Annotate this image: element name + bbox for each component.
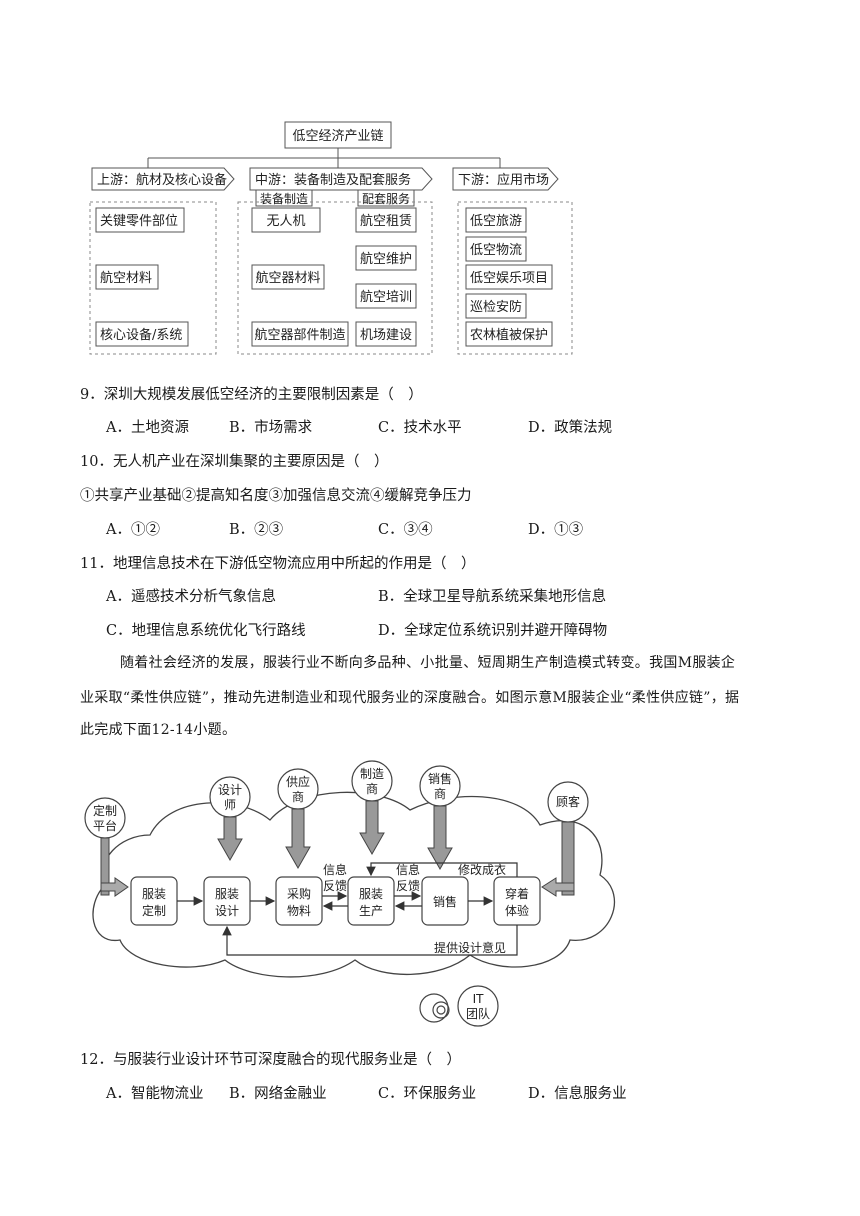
q9-option-b[interactable]: B．市场需求 xyxy=(229,420,313,436)
step-purchase xyxy=(275,876,323,926)
actor-supplier-label: 商 xyxy=(292,789,304,804)
upstream-header-label: 上游：航材及核心设备 xyxy=(97,172,227,188)
downstream-group xyxy=(457,201,573,355)
feedback-label-1: 信息 xyxy=(323,862,347,877)
sub-label-manufacture: 装备制造 xyxy=(260,192,308,206)
step-purchase-label: 采购 xyxy=(287,886,311,901)
service-item: 机场建设 xyxy=(360,328,412,343)
q10-option-a[interactable]: A．①② xyxy=(106,522,160,538)
downstream-header xyxy=(452,167,559,191)
q10-option-b[interactable]: B．②③ xyxy=(229,522,284,538)
question-11-stem: 11．地理信息技术在下游低空物流应用中所起的作用是（ ） xyxy=(80,556,476,572)
upstream-group xyxy=(89,201,217,355)
actor-manufacturer-label: 商 xyxy=(366,781,378,796)
actor-it-team xyxy=(457,985,499,1027)
modify-label: 修改成衣 xyxy=(458,862,506,877)
chain-title: 低空经济产业链 xyxy=(292,129,383,144)
sub-header-service xyxy=(357,189,415,207)
actor-designer-label: 师 xyxy=(224,798,236,812)
question-12-stem: 12．与服装行业设计环节可深度融合的现代服务业是（ ） xyxy=(80,1052,461,1068)
question-10-statements: ①共享产业基础②提高知名度③加强信息交流④缓解竞争压力 xyxy=(80,488,472,504)
design-advice-label: 提供设计意见 xyxy=(434,940,506,955)
service-item: 航空培训 xyxy=(360,289,412,305)
feedback-label-1: 反馈 xyxy=(323,879,347,893)
actor-platform-label: 平台 xyxy=(93,818,117,833)
manufacture-item: 航空器材料 xyxy=(255,270,320,286)
step-custom-label: 定制 xyxy=(142,903,166,918)
industry-chain-diagram: 低空经济产业链 上游：航材及核心设备 中游：装备制造及配套服务 下游：应用市场 … xyxy=(89,121,573,355)
step-production-label: 生产 xyxy=(359,904,383,918)
actor-seller-label: 商 xyxy=(434,786,446,801)
q12-option-b[interactable]: B．网络金融业 xyxy=(229,1086,327,1102)
question-9-stem: 9．深圳大规模发展低空经济的主要限制因素是（ ） xyxy=(80,387,423,403)
q12-option-d[interactable]: D．信息服务业 xyxy=(528,1086,627,1102)
step-experience-label: 体验 xyxy=(505,903,529,918)
q9-option-c[interactable]: C．技术水平 xyxy=(378,420,462,436)
midstream-group xyxy=(237,201,433,355)
actor-it-label: 团队 xyxy=(466,1006,490,1021)
arrow-customer-entry xyxy=(541,877,575,897)
service-item: 航空租赁 xyxy=(360,213,412,229)
step-design-label: 设计 xyxy=(215,904,239,918)
passage-line-3: 此完成下面12-14小题。 xyxy=(80,722,237,738)
passage-line-2: 业采取“柔性供应链”，推动先进制造业和现代服务业的深度融合。如图示意M服装企业“… xyxy=(80,690,740,706)
step-production xyxy=(347,876,395,926)
downstream-item: 低空物流 xyxy=(470,243,522,258)
sub-header-manufacture xyxy=(255,189,313,207)
manufacture-item: 无人机 xyxy=(266,214,305,229)
step-purchase-label: 物料 xyxy=(287,904,311,918)
q10-option-d[interactable]: D．①③ xyxy=(528,522,584,538)
downstream-item: 农林植被保护 xyxy=(470,328,548,343)
arrow-designer xyxy=(217,816,243,862)
step-design-label: 服装 xyxy=(215,887,239,901)
arrow-seller xyxy=(427,805,453,871)
upstream-item: 航空材料 xyxy=(100,270,152,286)
step-sales-label: 销售 xyxy=(433,894,457,909)
q11-option-c[interactable]: C．地理信息系统优化飞行路线 xyxy=(106,623,306,639)
q10-option-c[interactable]: C．③④ xyxy=(378,522,433,538)
step-production-label: 服装 xyxy=(359,887,383,901)
actor-it-label: IT xyxy=(473,992,485,1006)
q11-option-a[interactable]: A．遥感技术分析气象信息 xyxy=(106,589,276,605)
downstream-item: 低空旅游 xyxy=(470,214,522,229)
upstream-item: 核心设备/系统 xyxy=(100,327,182,343)
arrow-manufacturer xyxy=(359,800,385,856)
q11-option-b[interactable]: B．全球卫星导航系统采集地形信息 xyxy=(378,589,607,605)
actor-manufacturer-label: 制造 xyxy=(360,767,384,781)
actor-platform-label: 定制 xyxy=(93,803,117,818)
step-experience-label: 穿着 xyxy=(505,886,529,901)
actor-supplier-label: 供应 xyxy=(286,774,310,789)
supply-chain-diagram: 定制 平台 设计 师 供应 商 制造 商 销售 商 顾客 服装 定制 服装 设计… xyxy=(84,760,616,1027)
step-custom-label: 服装 xyxy=(142,887,166,901)
downstream-item: 低空娱乐项目 xyxy=(470,271,548,286)
sub-label-service: 配套服务 xyxy=(362,191,410,206)
q9-option-a[interactable]: A．土地资源 xyxy=(106,420,189,436)
q12-option-c[interactable]: C．环保服务业 xyxy=(378,1086,477,1102)
upstream-item: 关键零件部位 xyxy=(100,214,178,229)
passage-line-1: 随着社会经济的发展，服装行业不断向多品种、小批量、短周期生产制造模式转变。我国M… xyxy=(120,655,736,671)
actor-designer-label: 设计 xyxy=(218,783,242,797)
q9-option-d[interactable]: D．政策法规 xyxy=(528,420,613,436)
feedback-label-2: 反馈 xyxy=(396,879,420,893)
upstream-header xyxy=(91,167,235,191)
service-item: 航空维护 xyxy=(360,251,412,267)
feedback-label-2: 信息 xyxy=(396,862,420,877)
question-10-stem: 10．无人机产业在深圳集聚的主要原因是（ ） xyxy=(80,454,389,470)
arrow-supplier xyxy=(285,808,311,870)
downstream-header-label: 下游：应用市场 xyxy=(458,172,549,188)
midstream-header-label: 中游：装备制造及配套服务 xyxy=(255,172,411,188)
midstream-header xyxy=(249,167,433,191)
manufacture-item: 航空器部件制造 xyxy=(254,327,345,343)
q12-option-a[interactable]: A．智能物流业 xyxy=(106,1086,204,1102)
arrow-platform-entry xyxy=(100,877,129,897)
downstream-item: 巡检安防 xyxy=(470,299,522,315)
actor-customer-label: 顾客 xyxy=(556,794,580,809)
actor-seller-label: 销售 xyxy=(428,771,452,786)
q11-option-d[interactable]: D．全球定位系统识别并避开障碍物 xyxy=(378,623,608,639)
